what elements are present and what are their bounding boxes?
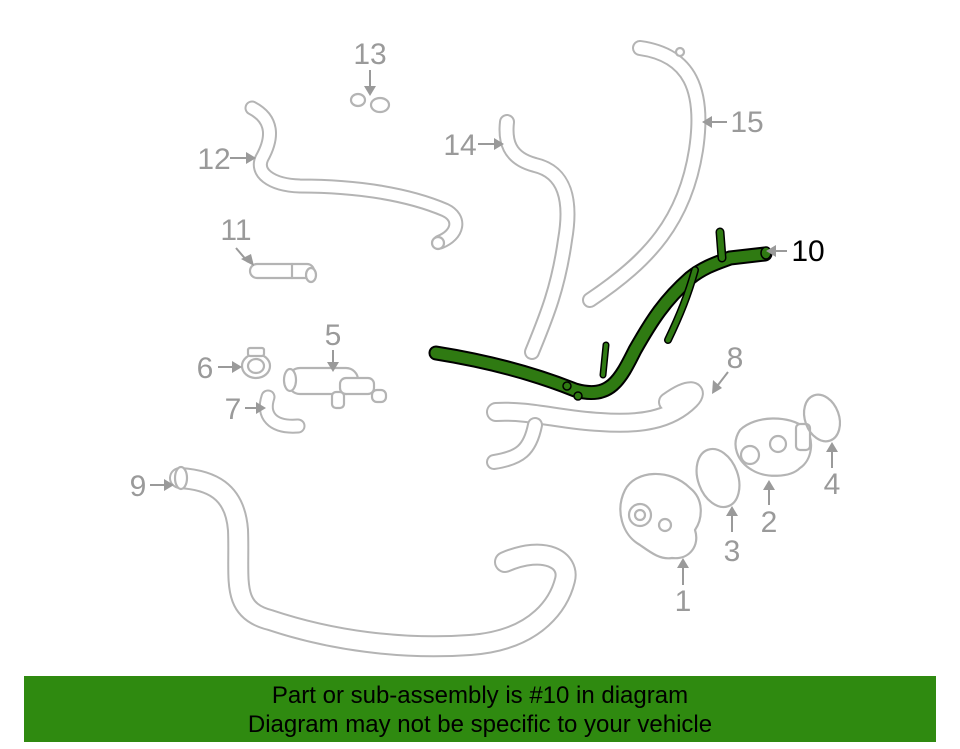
- part-4-oring[interactable]: [798, 390, 846, 447]
- part-3-gasket[interactable]: [689, 443, 747, 513]
- part-15-hose[interactable]: [582, 40, 707, 308]
- callout-4: 4: [824, 468, 841, 501]
- callout-15: 15: [730, 106, 763, 139]
- callout-11: 11: [220, 214, 251, 247]
- callout-6: 6: [197, 352, 214, 385]
- part-2-pump-housing[interactable]: [734, 417, 813, 477]
- parts-diagram: 13 12 11 14 15 10 5 6 7 8 9 1 2 3 4: [130, 38, 846, 658]
- banner-line-2: Diagram may not be specific to your vehi…: [247, 711, 713, 738]
- callout-13: 13: [353, 38, 386, 71]
- part-9-large-hose[interactable]: [169, 465, 577, 658]
- callout-2: 2: [761, 506, 778, 539]
- callout-7: 7: [225, 393, 242, 426]
- part-10-coolant-pipe[interactable]: [428, 227, 773, 401]
- part-6-clamp[interactable]: [240, 346, 272, 380]
- part-11-connector[interactable]: [248, 262, 318, 284]
- callout-numbers: 13 12 11 14 15 10 5 6 7 8 9 1 2 3 4: [130, 38, 841, 618]
- info-banner: Part or sub-assembly is #10 in diagram D…: [24, 676, 936, 742]
- callout-5: 5: [325, 319, 342, 352]
- callout-14: 14: [443, 129, 476, 162]
- callout-12: 12: [197, 143, 230, 176]
- callout-8: 8: [727, 342, 744, 375]
- leader-lines: [150, 70, 838, 585]
- callout-10: 10: [791, 235, 824, 268]
- callout-3: 3: [724, 535, 741, 568]
- part-5-valve[interactable]: [282, 366, 388, 410]
- part-14-hose[interactable]: [498, 114, 576, 360]
- part-7-elbow-hose[interactable]: [259, 389, 306, 434]
- callout-9: 9: [130, 470, 147, 503]
- part-13-hose[interactable]: [308, 92, 391, 135]
- part-8-pipe[interactable]: [486, 381, 704, 470]
- part-1-water-pump[interactable]: [619, 472, 702, 560]
- callout-1: 1: [675, 585, 692, 618]
- banner-line-1: Part or sub-assembly is #10 in diagram: [271, 682, 689, 709]
- part-12-hose[interactable]: [244, 100, 464, 251]
